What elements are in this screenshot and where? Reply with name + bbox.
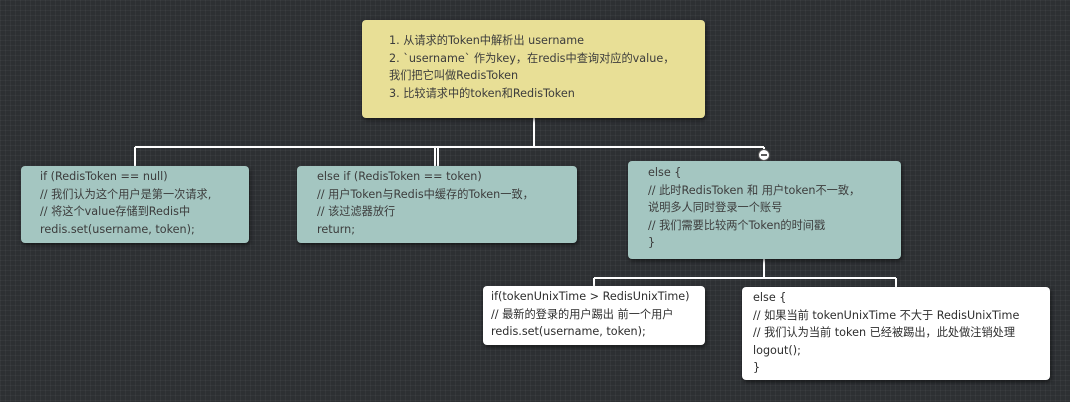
leaf-e-line-2: // 如果当前 tokenUnixTime 不大于 RedisUnixTime: [753, 308, 1020, 322]
root-line-4: 3. 比较请求中的token和RedisToken: [389, 86, 575, 100]
leaf-d-line-1: if(tokenUnixTime > RedisUnixTime): [491, 290, 690, 303]
branch-c-line-4: // 我们需要比较两个Token的时间戳: [648, 218, 826, 232]
leaf-e-line-3: // 我们认为当前 token 已经被踢出，此处做注销处理: [753, 326, 1016, 339]
leaf-e-line-5: }: [753, 361, 761, 374]
branch-c-line-5: }: [648, 236, 656, 249]
branch-b-line-3: // 该过滤器放行: [317, 205, 396, 218]
branch-node-token-mismatch[interactable]: else { // 此时RedisToken 和 用户token不一致， 说明多…: [628, 161, 901, 259]
leaf-d-line-2: // 最新的登录的用户踢出 前一个用户: [491, 307, 674, 321]
leaf-e-line-1: else {: [753, 291, 787, 304]
branch-b-line-4: return;: [317, 222, 355, 236]
branch-c-line-1: else {: [648, 166, 682, 179]
root-node[interactable]: 1. 从请求的Token中解析出 username 2. `username` …: [362, 20, 705, 118]
root-line-2: 2. `username` 作为key，在redis中查询对应的value，: [389, 51, 675, 65]
branch-c-line-3: 说明多人同时登录一个账号: [648, 201, 783, 214]
root-line-1: 1. 从请求的Token中解析出 username: [389, 34, 585, 47]
branch-a-line-2: // 我们认为这个用户是第一次请求,: [40, 187, 212, 201]
leaf-node-logout[interactable]: else { // 如果当前 tokenUnixTime 不大于 RedisUn…: [742, 287, 1050, 380]
branch-c-line-2: // 此时RedisToken 和 用户token不一致，: [648, 183, 861, 197]
branch-b-line-2: // 用户Token与Redis中缓存的Token一致，: [317, 187, 534, 201]
branch-node-null-check[interactable]: if (RedisToken == null) // 我们认为这个用户是第一次请…: [21, 166, 249, 243]
leaf-d-line-3: redis.set(username, token);: [491, 325, 646, 338]
branch-a-line-3: // 将这个value存储到Redis中: [40, 205, 191, 218]
branch-a-line-1: if (RedisToken == null): [40, 170, 168, 183]
collapse-toggle[interactable]: [758, 149, 770, 161]
root-line-3: 我们把它叫做RedisToken: [389, 69, 519, 82]
branch-node-token-equal[interactable]: else if (RedisToken == token) // 用户Token…: [297, 166, 577, 243]
leaf-e-line-4: logout();: [753, 343, 801, 357]
branch-b-line-1: else if (RedisToken == token): [317, 170, 482, 183]
branch-a-line-4: redis.set(username, token);: [40, 222, 195, 236]
leaf-node-newer-token[interactable]: if(tokenUnixTime > RedisUnixTime) // 最新的…: [483, 286, 705, 345]
